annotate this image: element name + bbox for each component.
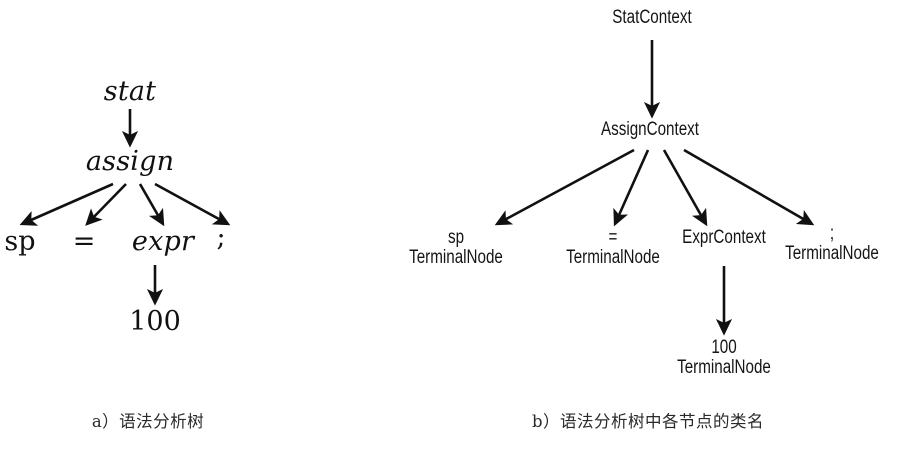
node-sp[interactable]: sp	[4, 226, 36, 257]
node-100-token: 100	[711, 337, 737, 358]
edge-assign-to-semi	[154, 182, 231, 226]
edge-assign-to-eq	[85, 183, 127, 226]
caption-parse-tree: a）语法分析树	[91, 412, 205, 431]
node-semicolon[interactable]: ;	[216, 222, 226, 253]
node-semicolon-terminalnode[interactable]: ; TerminalNode	[785, 224, 879, 264]
node-statcontext-label: StatContext	[612, 7, 692, 28]
node-equals-class: TerminalNode	[566, 247, 660, 269]
edge-assignctx-to-semi	[683, 148, 815, 226]
node-sp-terminalnode[interactable]: sp TerminalNode	[409, 228, 503, 268]
node-assigncontext-label: AssignContext	[600, 119, 700, 140]
node-semicolon-token: ;	[829, 223, 835, 244]
node-exprcontext-label: ExprContext	[682, 227, 766, 248]
node-equals[interactable]: =	[72, 226, 96, 257]
node-assigncontext[interactable]: AssignContext	[601, 120, 699, 139]
node-stat[interactable]: stat	[103, 76, 157, 107]
node-expr[interactable]: expr	[131, 226, 195, 257]
node-semicolon-class: TerminalNode	[785, 243, 879, 265]
node-equals-token: =	[608, 227, 618, 248]
node-100-terminalnode[interactable]: 100 TerminalNode	[677, 338, 771, 378]
edge-assign-to-expr	[138, 183, 165, 227]
caption-class-name-tree: b）语法分析树中各节点的类名	[531, 412, 765, 431]
node-statcontext[interactable]: StatContext	[612, 8, 691, 27]
edge-assign-to-sp	[19, 182, 114, 226]
edge-assignctx-to-sp	[494, 148, 635, 226]
node-100-class: TerminalNode	[677, 357, 771, 379]
node-exprcontext[interactable]: ExprContext	[682, 228, 766, 247]
edge-assignctx-to-exprctx	[662, 149, 708, 227]
node-equals-terminalnode[interactable]: = TerminalNode	[566, 228, 660, 268]
node-sp-token: sp	[447, 227, 465, 248]
node-sp-class: TerminalNode	[409, 247, 503, 269]
node-assign[interactable]: assign	[85, 146, 175, 177]
edge-assignctx-to-eq	[613, 149, 650, 227]
node-100[interactable]: 100	[129, 306, 181, 337]
